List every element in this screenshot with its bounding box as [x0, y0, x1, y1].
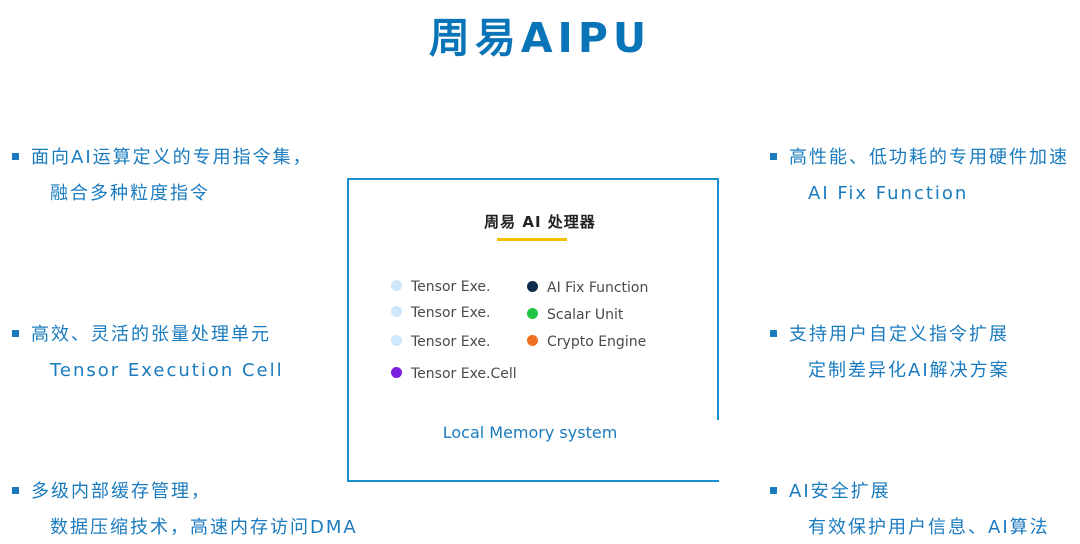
- feature-tensor-unit: 高效、灵活的张量处理单元 Tensor Execution Cell: [12, 323, 284, 383]
- block-dot-icon: [391, 367, 402, 378]
- chip-frame-right: [717, 178, 719, 420]
- block-tensor-exe: Tensor Exe.: [391, 334, 491, 350]
- block-ai-fix-function: AI Fix Function: [527, 280, 648, 296]
- block-label: Tensor Exe.: [411, 279, 491, 295]
- chip-title: 周易 AI 处理器: [484, 213, 596, 231]
- block-label: Crypto Engine: [547, 334, 647, 350]
- block-dot-icon: [391, 335, 402, 346]
- page-title: 周易AIPU: [428, 14, 652, 62]
- chip-frame-top: [347, 178, 719, 180]
- feature-heading: 高效、灵活的张量处理单元: [31, 324, 271, 345]
- feature-detail: 融合多种粒度指令: [50, 183, 210, 204]
- feature-heading: 面向AI运算定义的专用指令集，: [31, 147, 313, 168]
- feature-detail: 定制差异化AI解决方案: [808, 360, 1010, 381]
- bullet-square-icon: [12, 330, 19, 337]
- block-label: Tensor Exe.Cell: [411, 366, 517, 382]
- feature-ai-security: AI安全扩展 有效保护用户信息、AI算法: [770, 480, 1050, 540]
- feature-detail: 有效保护用户信息、AI算法: [808, 517, 1050, 538]
- block-tensor-exe: Tensor Exe.: [391, 279, 491, 295]
- block-label: Scalar Unit: [547, 307, 624, 323]
- block-dot-icon: [391, 306, 402, 317]
- feature-custom-instructions: 支持用户自定义指令扩展 定制差异化AI解决方案: [770, 323, 1010, 383]
- bullet-square-icon: [770, 330, 777, 337]
- chip-frame-left: [347, 178, 349, 482]
- block-label: Tensor Exe.: [411, 305, 491, 321]
- local-memory-label: Local Memory system: [442, 423, 618, 442]
- bullet-square-icon: [770, 487, 777, 494]
- feature-hw-acceleration: 高性能、低功耗的专用硬件加速 AI Fix Function: [770, 146, 1069, 206]
- feature-detail: Tensor Execution Cell: [50, 360, 284, 381]
- block-tensor-exe-cell: Tensor Exe.Cell: [391, 366, 517, 382]
- feature-heading: 支持用户自定义指令扩展: [789, 324, 1009, 345]
- feature-instruction-set: 面向AI运算定义的专用指令集， 融合多种粒度指令: [12, 146, 313, 206]
- feature-detail: 数据压缩技术，高速内存访问DMA: [50, 517, 358, 538]
- block-scalar-unit: Scalar Unit: [527, 307, 623, 323]
- block-label: Tensor Exe.: [411, 334, 491, 350]
- block-dot-icon: [527, 281, 538, 292]
- bullet-square-icon: [12, 153, 19, 160]
- chip-title-underline: [497, 238, 567, 241]
- feature-heading: 多级内部缓存管理，: [31, 481, 211, 502]
- block-crypto-engine: Crypto Engine: [527, 334, 646, 350]
- block-label: AI Fix Function: [547, 280, 649, 296]
- feature-heading: 高性能、低功耗的专用硬件加速: [789, 147, 1069, 168]
- block-dot-icon: [391, 280, 402, 291]
- bullet-square-icon: [770, 153, 777, 160]
- feature-cache-management: 多级内部缓存管理， 数据压缩技术，高速内存访问DMA: [12, 480, 358, 540]
- chip-frame-bottom: [347, 480, 719, 482]
- block-dot-icon: [527, 308, 538, 319]
- feature-heading: AI安全扩展: [789, 481, 891, 502]
- feature-detail: AI Fix Function: [808, 183, 969, 204]
- block-tensor-exe: Tensor Exe.: [391, 305, 491, 321]
- block-dot-icon: [527, 335, 538, 346]
- bullet-square-icon: [12, 487, 19, 494]
